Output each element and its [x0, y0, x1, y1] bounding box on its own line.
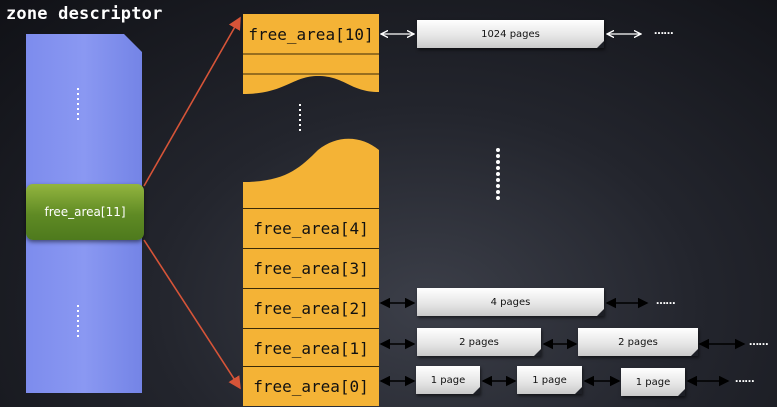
block-1024-pages: 1024 pages [417, 20, 604, 48]
list-ellipsis [496, 148, 500, 200]
free-area-4: free_area[4] [243, 208, 379, 248]
free-area-10: free_area[10] [248, 24, 374, 44]
free-area-2: free_area[2] [243, 288, 379, 328]
free-area-bottom-cap [243, 138, 379, 208]
connector-upper [143, 16, 241, 187]
ellipsis-4: …… [656, 296, 676, 307]
ellipsis-2: …… [749, 337, 769, 348]
zone-descriptor-title: zone descriptor [6, 4, 163, 24]
block-2-pages-b: 2 pages [578, 328, 698, 356]
free-area-1: free_area[1] [243, 328, 379, 368]
ellipsis-1024: …… [654, 26, 674, 37]
block-1-page-b: 1 page [517, 366, 582, 394]
free-area-ellipsis [299, 104, 301, 131]
block-4-pages: 4 pages [417, 288, 604, 316]
block-1-page-c: 1 page [621, 368, 685, 396]
block-2-pages-a: 2 pages [417, 328, 541, 356]
zone-ellipsis-lower [77, 305, 79, 337]
connector-lower [143, 239, 241, 390]
block-1-page-a: 1 page [416, 366, 480, 394]
free-area-3: free_area[3] [243, 248, 379, 288]
zone-free-area-entry: free_area[11] [26, 184, 144, 240]
zone-ellipsis-upper [77, 88, 79, 120]
ellipsis-1: …… [735, 374, 755, 385]
free-area-0: free_area[0] [243, 366, 379, 406]
